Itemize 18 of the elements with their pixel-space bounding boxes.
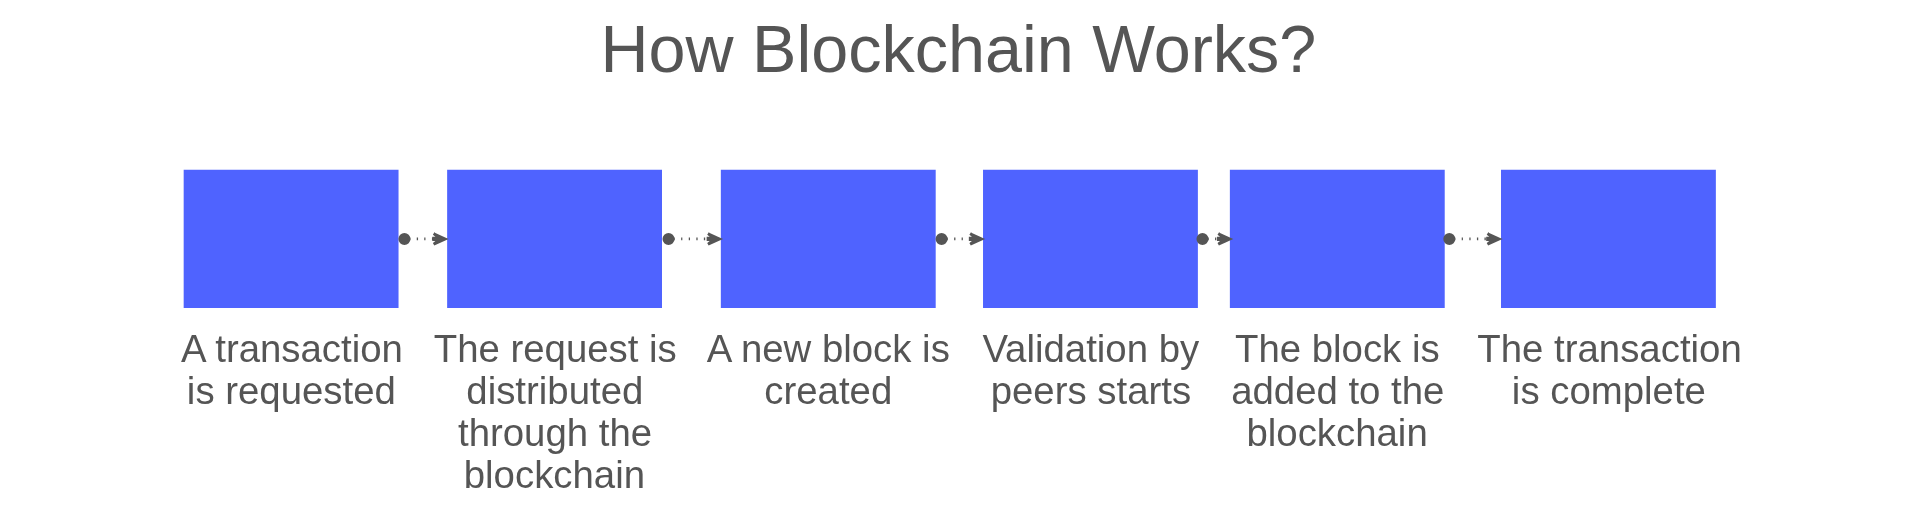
node-box: [1229, 169, 1445, 308]
node-box: [183, 169, 399, 308]
arrow: [1443, 232, 1501, 246]
diagram-title: How Blockchain Works?: [600, 11, 1317, 86]
node-label: The block is added to the blockchain: [1231, 326, 1445, 455]
node-label: The transaction is complete: [1477, 326, 1742, 412]
node-label: A transaction is requested: [181, 326, 403, 412]
arrow: [935, 232, 984, 246]
node-box: [1501, 169, 1716, 308]
arrow: [662, 232, 721, 246]
node-box: [447, 169, 662, 308]
arrow: [1196, 232, 1232, 246]
node-box: [720, 169, 936, 308]
node-box: [983, 169, 1198, 308]
node-label: The request is distributed through the blockchain: [433, 326, 677, 497]
node-label: Validation by peers starts: [982, 326, 1200, 412]
arrow: [398, 232, 447, 246]
node-label: A new block is created: [706, 326, 950, 412]
